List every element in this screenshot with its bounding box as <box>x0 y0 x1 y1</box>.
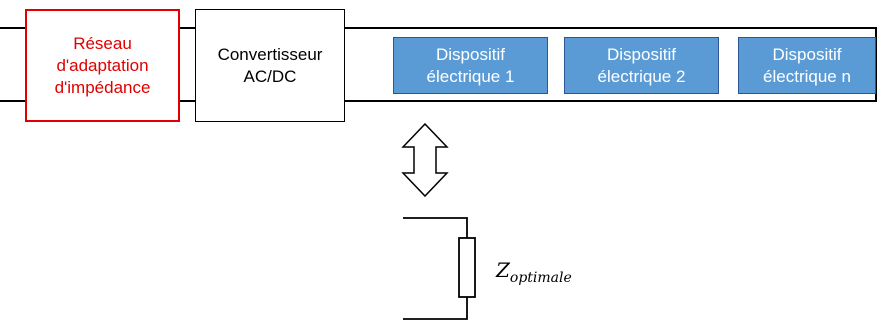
electric-device-1-block: Dispositif électrique 1 <box>393 37 548 94</box>
top-bus-wire <box>0 27 876 29</box>
matching-network-block: Réseau d'adaptation d'impédance <box>25 9 180 122</box>
ac-dc-converter-block: Convertisseur AC/DC <box>195 9 345 122</box>
bottom-bus-wire <box>0 100 876 102</box>
electric-device-n-block: Dispositif électrique n <box>738 37 876 94</box>
impedance-subscript: optimale <box>509 270 572 286</box>
load-bottom-wire <box>403 297 468 320</box>
impedance-resistor <box>458 237 476 298</box>
load-top-wire <box>403 217 468 238</box>
bus-end-wire <box>875 27 877 102</box>
electric-device-2-block: Dispositif électrique 2 <box>564 37 719 94</box>
impedance-symbol: Z <box>496 258 510 282</box>
optimal-impedance-label: Zoptimale <box>496 258 572 286</box>
double-arrow-icon <box>401 122 449 198</box>
